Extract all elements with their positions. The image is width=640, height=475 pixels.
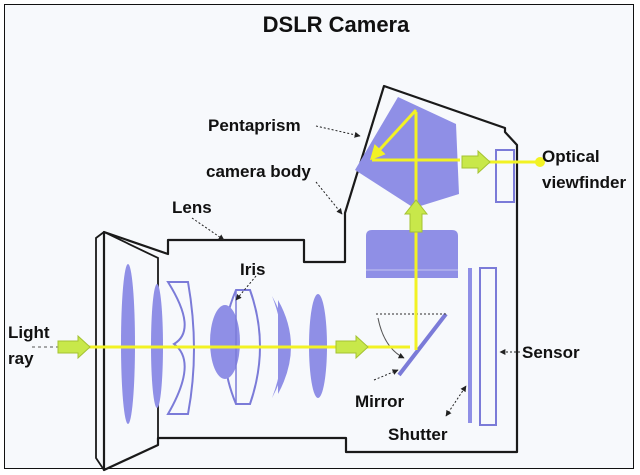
focusing-screen — [366, 230, 458, 278]
mirror-leader — [373, 369, 399, 381]
pentaprism-leader — [315, 125, 361, 138]
shutter — [468, 268, 472, 423]
shutter-leader — [445, 385, 467, 417]
pentaprism-label: Pentaprism — [208, 116, 301, 135]
sensor-label: Sensor — [522, 343, 580, 362]
shutter-label: Shutter — [388, 425, 448, 444]
iris-leader — [235, 275, 257, 301]
light-direction-arrows — [57, 149, 491, 360]
iris-element — [210, 305, 240, 379]
pentaprism — [355, 97, 459, 208]
optical-viewfinder-label-line2: viewfinder — [542, 173, 626, 192]
mirror-swing-arrow — [377, 317, 405, 359]
camera-body-leader — [315, 181, 343, 215]
optical-viewfinder-label-line1: Optical — [542, 147, 600, 166]
sensor — [479, 267, 497, 426]
diagram-title: DSLR Camera — [263, 12, 410, 37]
light-ray-label-line2: ray — [8, 349, 34, 368]
mirror-label: Mirror — [355, 392, 405, 411]
lens-element-3 — [166, 281, 195, 415]
lens-leader — [191, 217, 225, 241]
light-ray-path — [32, 108, 538, 350]
viewfinder-eyepiece — [495, 149, 515, 203]
iris-label: Iris — [240, 260, 266, 279]
mirror — [397, 312, 448, 377]
lens-label: Lens — [172, 198, 212, 217]
camera-body-label: camera body — [206, 162, 311, 181]
light-ray-label-line1: Light — [8, 323, 50, 342]
camera-body-outline — [102, 84, 519, 472]
lens-element-1 — [121, 264, 135, 424]
viewfinder-eye-point — [535, 157, 545, 167]
